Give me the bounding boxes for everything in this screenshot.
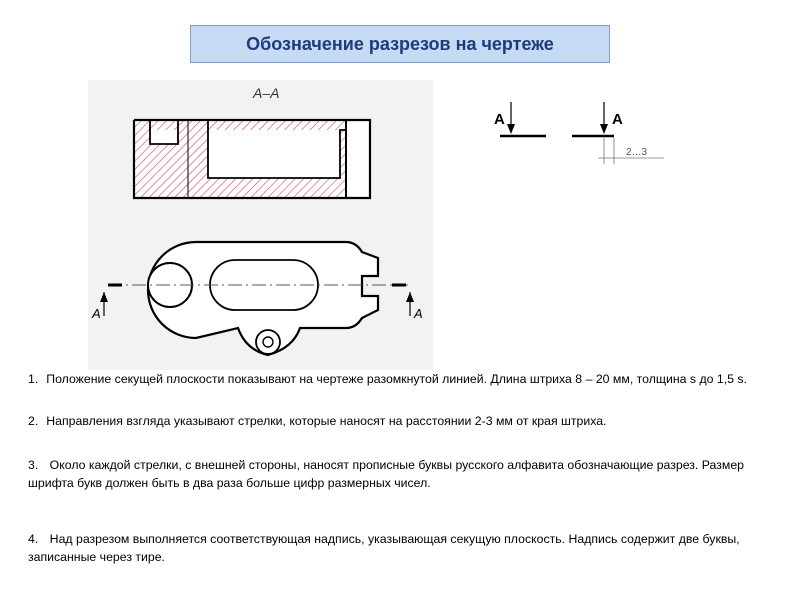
plan-view (100, 240, 414, 357)
paragraph-text: Около каждой стрелки, с внешней стороны,… (28, 458, 745, 490)
paragraph-text: Положение секущей плоскости показывают н… (46, 372, 747, 386)
paragraph-1: 1. Положение секущей плоскости показывают… (28, 370, 778, 388)
paragraph-number: 2. (28, 414, 39, 428)
paragraph-3: 3. Около каждой стрелки, с внешней сторо… (28, 456, 778, 492)
paragraph-2: 2. Направления взгляда указывают стрелки,… (28, 412, 728, 430)
cut-label-right: А (413, 306, 423, 321)
section-drawing: А–А А А (88, 80, 433, 370)
paragraph-number: 4. (28, 532, 39, 546)
detail-letter-left: А (494, 111, 505, 128)
paragraph-number: 3. (28, 458, 39, 472)
paragraph-number: 1. (28, 372, 39, 386)
section-view (132, 118, 372, 200)
paragraph-4: 4. Над разрезом выполняется соответствую… (28, 530, 778, 566)
arrow-detail-figure: А А 2…3 (494, 102, 664, 164)
detail-dimension: 2…3 (626, 147, 648, 158)
paragraph-text: Над разрезом выполняется соответствующая… (28, 532, 740, 564)
detail-letter-right: А (612, 111, 623, 128)
page-title: Обозначение разрезов на чертеже (190, 25, 610, 63)
cut-label-left: А (91, 306, 101, 321)
paragraph-text: Направления взгляда указывают стрелки, к… (46, 414, 607, 428)
section-label: А–А (252, 85, 279, 101)
